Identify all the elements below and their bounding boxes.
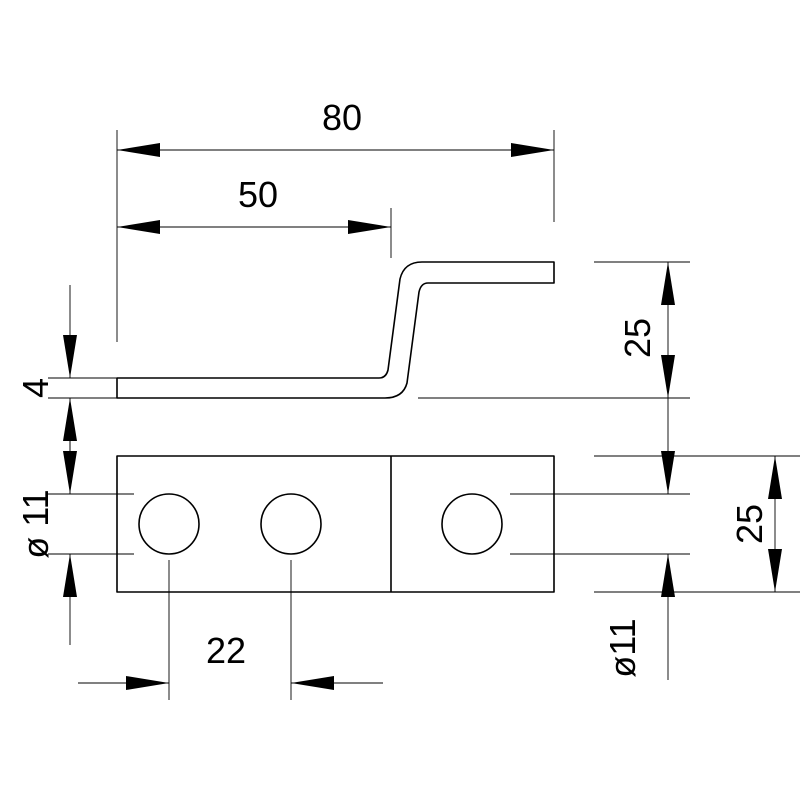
plate-outline bbox=[116, 455, 555, 593]
label-80: 80 bbox=[322, 97, 362, 138]
dimension-bend-height: 25 bbox=[418, 261, 690, 399]
dimension-plate-width: 25 bbox=[594, 455, 800, 593]
label-hole-diameter-right: ø11 bbox=[602, 618, 643, 677]
hole-3 bbox=[441, 493, 503, 555]
hole-1 bbox=[138, 493, 200, 555]
hole-2 bbox=[260, 493, 322, 555]
dimension-hole-spacing: 22 bbox=[78, 560, 383, 700]
dimension-offset-length: 50 bbox=[117, 174, 392, 258]
side-view-profile bbox=[116, 261, 555, 399]
label-25-bend: 25 bbox=[617, 318, 658, 358]
label-4: 4 bbox=[15, 378, 56, 398]
dimension-hole-diameter-left: ø 11 bbox=[15, 440, 134, 645]
label-50: 50 bbox=[238, 174, 278, 215]
label-25-width: 25 bbox=[729, 504, 770, 544]
label-22: 22 bbox=[206, 630, 246, 671]
dimension-thickness: 4 bbox=[15, 285, 117, 454]
dimension-hole-diameter-right: ø11 bbox=[510, 398, 690, 680]
dimension-overall-length: 80 bbox=[116, 97, 555, 342]
label-hole-diameter-left: ø 11 bbox=[15, 489, 56, 558]
